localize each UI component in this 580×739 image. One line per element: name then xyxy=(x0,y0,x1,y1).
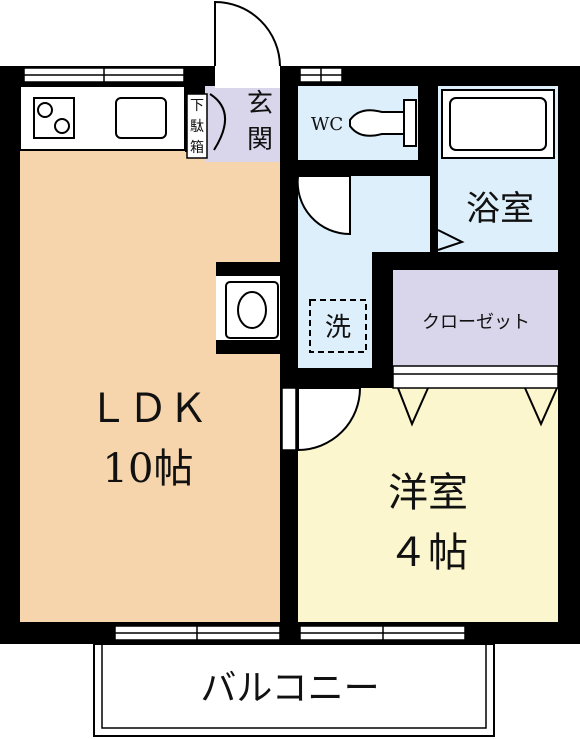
western-door-swing xyxy=(297,387,362,452)
washing-machine-area xyxy=(309,299,367,353)
entrance-door-opening xyxy=(215,64,280,88)
entrance-name-line2: 関 xyxy=(247,125,273,155)
bath-name: 浴室 xyxy=(466,189,534,229)
ldk-floor xyxy=(20,150,280,622)
entrance-door-swing xyxy=(214,0,281,67)
wall-wc-right xyxy=(418,84,438,176)
bath-door-marker xyxy=(437,229,465,251)
wash-basin xyxy=(237,291,267,329)
wc-name: WC xyxy=(311,114,343,135)
wall-bath-left xyxy=(430,176,438,254)
closet-name: クローゼット xyxy=(422,312,530,333)
wall-left xyxy=(0,66,20,644)
kitchen-sink xyxy=(115,97,167,139)
closet-floor xyxy=(393,270,558,366)
toilet-tank xyxy=(403,99,417,147)
ldk-door-jamb xyxy=(281,387,297,451)
burner-icon xyxy=(54,118,70,134)
ldk-size: 10帖 xyxy=(103,446,194,492)
wall-closet-left xyxy=(372,252,393,388)
wall-wc-bottom xyxy=(298,160,438,176)
shoe-box-line1: 下 xyxy=(190,98,204,114)
shoe-box-line2: 駄 xyxy=(190,119,204,135)
balcony-inner xyxy=(101,643,487,729)
shoe-box xyxy=(186,93,208,159)
western-size: ４帖 xyxy=(388,530,468,576)
washroom-name: 洗 xyxy=(325,313,351,343)
wall-right xyxy=(558,66,580,644)
wall-entrance-right xyxy=(280,84,298,162)
wall-western-top xyxy=(280,368,393,388)
wall-alcove-top xyxy=(216,262,298,276)
wc-door-swing xyxy=(296,175,351,236)
entrance-floor xyxy=(205,84,280,162)
closet-door-marker-right xyxy=(524,387,558,427)
bathtub-inner xyxy=(449,97,547,151)
balcony-name: バルコニー xyxy=(200,668,379,709)
wall-bottom xyxy=(0,622,580,644)
wall-bath-bottom xyxy=(372,252,558,270)
western-name: 洋室 xyxy=(388,470,468,516)
toilet xyxy=(349,109,405,137)
shoe-box-line3: 箱 xyxy=(190,140,204,156)
balcony xyxy=(93,643,495,737)
burner-icon xyxy=(37,102,53,118)
entrance-step xyxy=(209,93,227,151)
ldk-name: ＬＤＫ xyxy=(88,386,208,432)
closet-doors xyxy=(392,365,559,389)
closet-door-marker-left xyxy=(397,387,429,427)
wall-alcove-bottom xyxy=(216,340,298,354)
entrance-name-line1: 玄 xyxy=(247,89,273,119)
